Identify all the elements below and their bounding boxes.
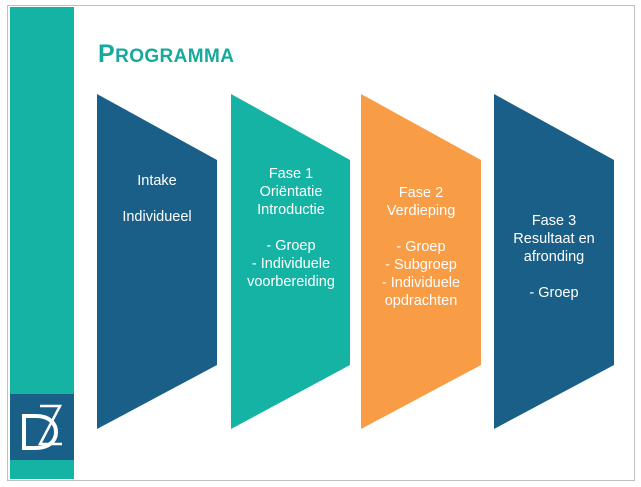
title-rest: ROGRAMMA (115, 46, 235, 67)
phase-line: - Individuele (381, 275, 461, 291)
phase-line: Oriëntatie (259, 184, 323, 200)
line-gap (359, 220, 483, 238)
chevron-fase-1 (231, 94, 350, 429)
phase-line: - Subgroep (385, 257, 457, 273)
phase-line: - Groep (529, 285, 579, 301)
phase-line: Fase 2 (398, 185, 444, 201)
chevron-intake (97, 94, 217, 429)
phase-fase-2-text: Fase 2 Verdieping - Groep - Subgroep - Indiv… (359, 184, 483, 310)
phase-line: Introductie (257, 202, 325, 218)
phase-line: afronding (523, 249, 585, 265)
phase-line: Fase 1 (268, 166, 314, 182)
chevron-fase-3 (494, 94, 614, 429)
phase-line: voorbereiding (247, 274, 335, 290)
phase-line: Intake (137, 173, 177, 189)
phase-line: - Individuele (251, 256, 331, 272)
line-gap (229, 219, 353, 237)
phase-line: Verdieping (386, 203, 456, 219)
phase-line: - Groep (266, 238, 316, 254)
chevron-fase-2 (361, 94, 481, 429)
logo (10, 394, 74, 460)
line-gap (95, 190, 219, 208)
phase-fase-3-text: Fase 3 Resultaat en afronding - Groep (492, 212, 616, 302)
phase-line: opdrachten (384, 293, 458, 309)
phase-line: - Groep (396, 239, 446, 255)
phase-line: Individueel (122, 209, 192, 225)
title-first-letter: P (98, 40, 116, 68)
phase-line: Fase 3 (531, 213, 577, 229)
phase-line: Resultaat en (513, 231, 595, 247)
dz-logo-icon (22, 404, 63, 450)
line-gap (492, 266, 616, 284)
page-title: PROGRAMMA (98, 40, 234, 69)
